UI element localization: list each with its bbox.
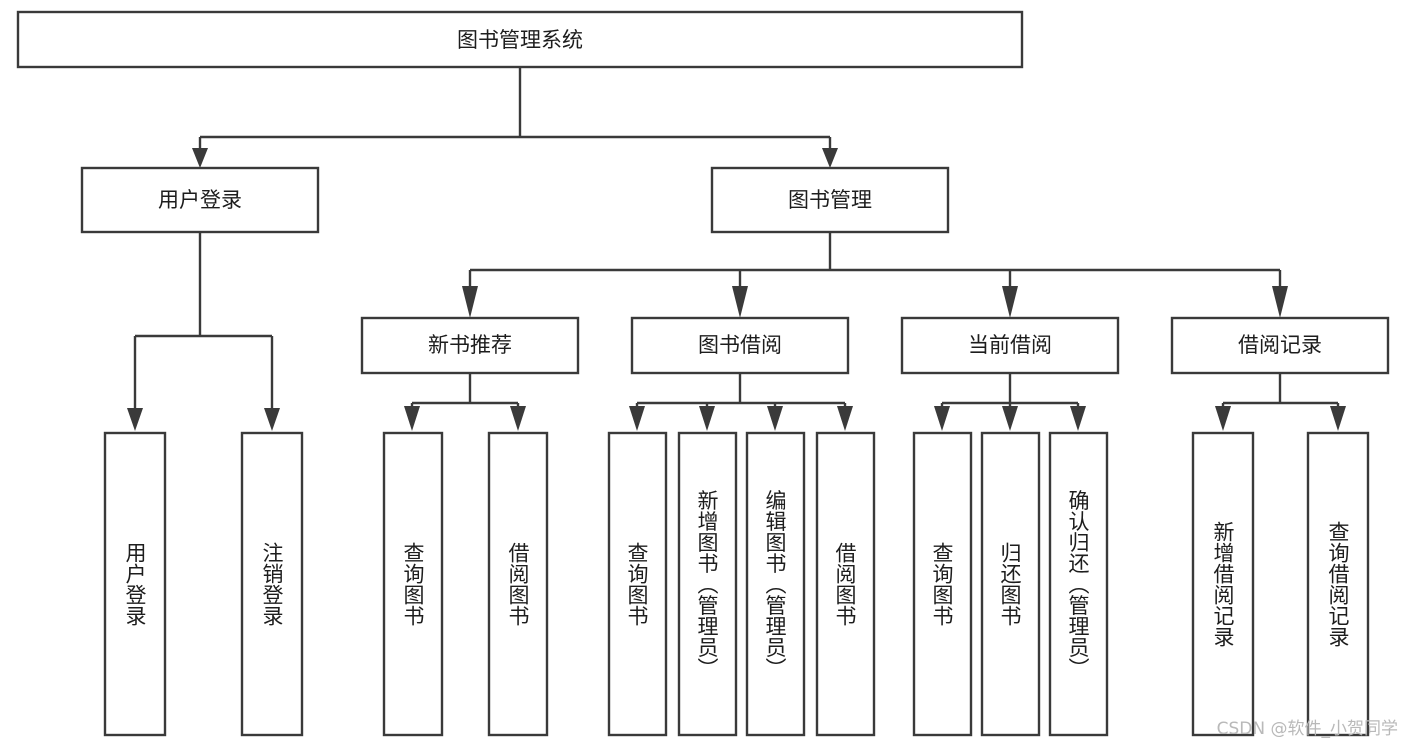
arrow-icon-current-borrow — [1002, 286, 1018, 318]
arrow-icon-leaf-user-login — [127, 408, 143, 431]
arrow-icon-leaf-add-record — [1215, 406, 1231, 431]
node-leaf-borrow-book-2[interactable]: 借阅图书 — [815, 431, 876, 737]
node-root-label: 图书管理系统 — [457, 28, 583, 52]
arrow-icon-leaf-query-record — [1330, 406, 1346, 431]
node-leaf-edit-book-label: 编辑图书（管理员） — [763, 490, 787, 679]
node-leaf-add-record-label: 新增借阅记录 — [1211, 521, 1235, 647]
node-user-login-label: 用户登录 — [158, 188, 242, 212]
arrow-icon-leaf-add-book — [699, 406, 715, 431]
node-leaf-borrow-book-1[interactable]: 借阅图书 — [487, 431, 549, 737]
node-leaf-confirm-return[interactable]: 确认归还（管理员） — [1048, 431, 1109, 737]
node-leaf-user-login-label: 用户登录 — [123, 542, 147, 626]
node-leaf-query-record-label: 查询借阅记录 — [1326, 521, 1350, 647]
node-leaf-query-book-1-label: 查询图书 — [401, 542, 425, 626]
node-user-login[interactable]: 用户登录 — [80, 166, 320, 234]
node-book-manage-box[interactable] — [710, 166, 950, 234]
node-leaf-logout-login-label: 注销登录 — [260, 542, 284, 626]
arrow-icon-leaf-query-book-2 — [629, 406, 645, 431]
node-current-borrow-box[interactable] — [900, 316, 1120, 375]
node-leaf-logout-login[interactable]: 注销登录 — [240, 431, 304, 737]
node-leaf-query-record-box[interactable] — [1306, 431, 1370, 737]
arrow-icon-leaf-query-book-1 — [404, 406, 420, 431]
node-current-borrow[interactable]: 当前借阅 — [900, 316, 1120, 375]
node-leaf-query-book-1[interactable]: 查询图书 — [382, 431, 444, 737]
node-book-borrow-label: 图书借阅 — [698, 333, 782, 357]
node-borrow-record-label: 借阅记录 — [1238, 333, 1322, 357]
node-book-borrow[interactable]: 图书借阅 — [630, 316, 850, 375]
node-leaf-borrow-book-1-label: 借阅图书 — [506, 542, 530, 626]
node-borrow-record-box[interactable] — [1170, 316, 1390, 375]
node-leaf-edit-book[interactable]: 编辑图书（管理员） — [745, 431, 806, 737]
node-leaf-query-book-2[interactable]: 查询图书 — [607, 431, 668, 737]
watermark-label: CSDN @软件_小贺同学 — [1217, 719, 1398, 739]
arrow-icon-leaf-return-book — [1002, 406, 1018, 431]
node-book-manage-label: 图书管理 — [788, 188, 872, 212]
arrow-icon-to-user-login — [192, 148, 208, 168]
node-leaf-query-book-1-box[interactable] — [382, 431, 444, 737]
node-leaf-query-book-3-label: 查询图书 — [930, 542, 954, 626]
node-book-manage[interactable]: 图书管理 — [710, 166, 950, 234]
arrow-icon-book-borrow — [732, 286, 748, 318]
arrow-icon-leaf-logout-login — [264, 408, 280, 431]
node-leaf-add-book[interactable]: 新增图书（管理员） — [677, 431, 738, 737]
node-leaf-return-book[interactable]: 归还图书 — [980, 431, 1041, 737]
node-current-borrow-label: 当前借阅 — [968, 333, 1052, 357]
node-leaf-confirm-return-box[interactable] — [1048, 431, 1109, 737]
arrow-icon-to-book-manage — [822, 148, 838, 168]
arrow-icon-leaf-edit-book — [767, 406, 783, 431]
arrow-icon-leaf-query-book-3 — [934, 406, 950, 431]
node-new-book-recommend-label: 新书推荐 — [428, 333, 512, 357]
arrow-icon-leaf-borrow-book-1 — [510, 406, 526, 431]
node-leaf-add-record[interactable]: 新增借阅记录 — [1191, 431, 1255, 737]
node-leaf-user-login-box[interactable] — [103, 431, 167, 737]
node-leaf-query-book-2-box[interactable] — [607, 431, 668, 737]
node-leaf-add-book-box[interactable] — [677, 431, 738, 737]
node-root-box[interactable] — [16, 10, 1024, 69]
node-leaf-return-book-label: 归还图书 — [998, 542, 1022, 626]
node-leaf-add-book-label: 新增图书（管理员） — [695, 490, 719, 679]
node-borrow-record[interactable]: 借阅记录 — [1170, 316, 1390, 375]
node-leaf-borrow-book-2-label: 借阅图书 — [833, 542, 857, 626]
connector-layer — [127, 67, 1346, 431]
node-leaf-query-book-3-box[interactable] — [912, 431, 973, 737]
arrow-icon-borrow-record — [1272, 286, 1288, 318]
node-leaf-borrow-book-2-box[interactable] — [815, 431, 876, 737]
node-root[interactable]: 图书管理系统 — [16, 10, 1024, 69]
node-leaf-query-record[interactable]: 查询借阅记录 — [1306, 431, 1370, 737]
node-leaf-confirm-return-label: 确认归还（管理员） — [1066, 490, 1090, 679]
node-leaf-return-book-box[interactable] — [980, 431, 1041, 737]
node-leaf-query-book-3[interactable]: 查询图书 — [912, 431, 973, 737]
node-leaf-borrow-book-1-box[interactable] — [487, 431, 549, 737]
arrow-icon-leaf-confirm-return — [1070, 406, 1086, 431]
arrow-icon-new-book-recommend — [462, 286, 478, 318]
node-book-borrow-box[interactable] — [630, 316, 850, 375]
node-user-login-box[interactable] — [80, 166, 320, 234]
node-leaf-logout-login-box[interactable] — [240, 431, 304, 737]
node-leaf-user-login[interactable]: 用户登录 — [103, 431, 167, 737]
node-new-book-recommend-box[interactable] — [360, 316, 580, 375]
node-leaf-query-book-2-label: 查询图书 — [625, 542, 649, 626]
arrow-icon-leaf-borrow-book-2 — [837, 406, 853, 431]
node-leaf-edit-book-box[interactable] — [745, 431, 806, 737]
node-leaf-add-record-box[interactable] — [1191, 431, 1255, 737]
node-new-book-recommend[interactable]: 新书推荐 — [360, 316, 580, 375]
